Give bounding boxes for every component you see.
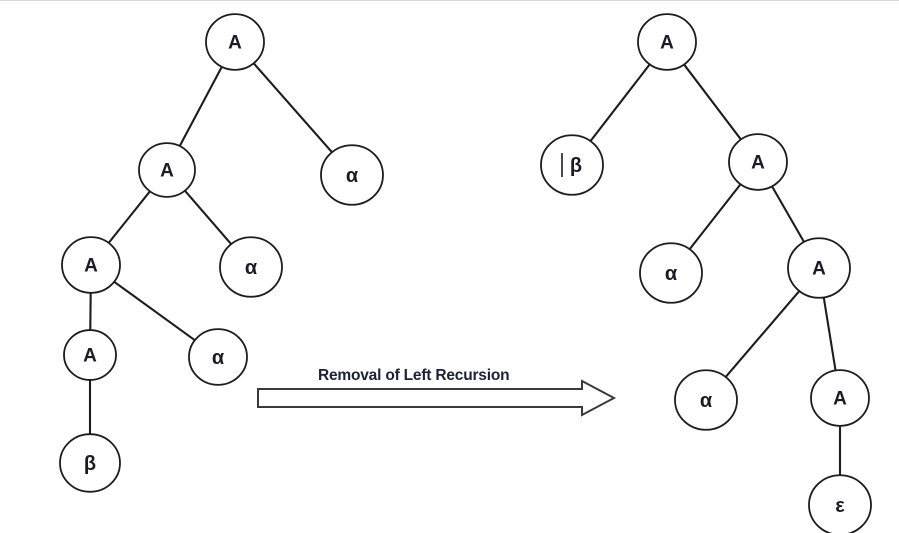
tree-node: β xyxy=(540,134,604,196)
tree-node: A xyxy=(205,13,265,71)
tree-node: A xyxy=(787,237,851,299)
tree-edge xyxy=(183,189,233,246)
node-circle xyxy=(320,144,384,206)
node-label: α xyxy=(245,257,258,279)
node-label: β xyxy=(570,155,582,177)
node-label: A xyxy=(228,33,242,54)
tree-edge xyxy=(178,65,223,148)
tree-node: A xyxy=(810,369,870,427)
node-label: A xyxy=(812,259,826,280)
node-circle xyxy=(61,236,121,294)
node-label: A xyxy=(751,153,765,174)
node-circle xyxy=(639,242,703,304)
tree-node: α xyxy=(639,242,703,304)
tree-edge xyxy=(589,63,651,143)
top-border-rule xyxy=(0,0,899,1)
tree-node: A xyxy=(138,142,196,198)
tree-edge xyxy=(252,61,334,154)
tree-node: A xyxy=(728,133,788,191)
node-circle xyxy=(219,236,283,298)
transform-arrow-label: Removal of Left Recursion xyxy=(318,367,510,384)
node-circle xyxy=(540,134,604,196)
node-label: α xyxy=(346,165,359,187)
node-label: α xyxy=(700,390,713,412)
tree-edges xyxy=(88,61,334,436)
tree-node: α xyxy=(188,328,248,386)
tree-node: A xyxy=(61,236,121,294)
node-circle xyxy=(59,433,121,493)
tree-node: A xyxy=(63,329,117,381)
node-circle xyxy=(674,369,738,431)
tree-node: A xyxy=(637,13,697,71)
tree-edge xyxy=(822,296,837,372)
node-label: β xyxy=(84,453,96,475)
node-label: α xyxy=(212,347,225,369)
node-label: A xyxy=(84,256,98,277)
node-label: A xyxy=(83,346,97,367)
node-circle xyxy=(810,369,870,427)
node-label: ε xyxy=(835,495,845,517)
tree-edges xyxy=(589,63,842,477)
node-circle xyxy=(188,328,248,386)
tree-edge xyxy=(107,190,152,245)
node-circle xyxy=(728,133,788,191)
node-label: A xyxy=(160,161,174,182)
node-circle xyxy=(63,329,117,381)
tree-node: α xyxy=(320,144,384,206)
node-circle xyxy=(637,13,697,71)
node-circle xyxy=(808,474,872,533)
node-circle xyxy=(138,142,196,198)
tree-node: β xyxy=(59,433,121,493)
tree-node: α xyxy=(219,236,283,298)
tree-edge xyxy=(688,182,742,251)
node-circle xyxy=(787,237,851,299)
block-arrow-icon xyxy=(257,379,617,417)
tree-edge xyxy=(770,185,806,244)
node-label: α xyxy=(665,263,678,285)
tree-node: α xyxy=(674,369,738,431)
node-label: A xyxy=(660,33,674,54)
tree-edge xyxy=(724,289,801,379)
tree-node: ε xyxy=(808,474,872,533)
tree-edge xyxy=(112,280,197,342)
node-circle xyxy=(205,13,265,71)
tree-edge xyxy=(682,63,743,141)
node-label: A xyxy=(833,389,847,410)
